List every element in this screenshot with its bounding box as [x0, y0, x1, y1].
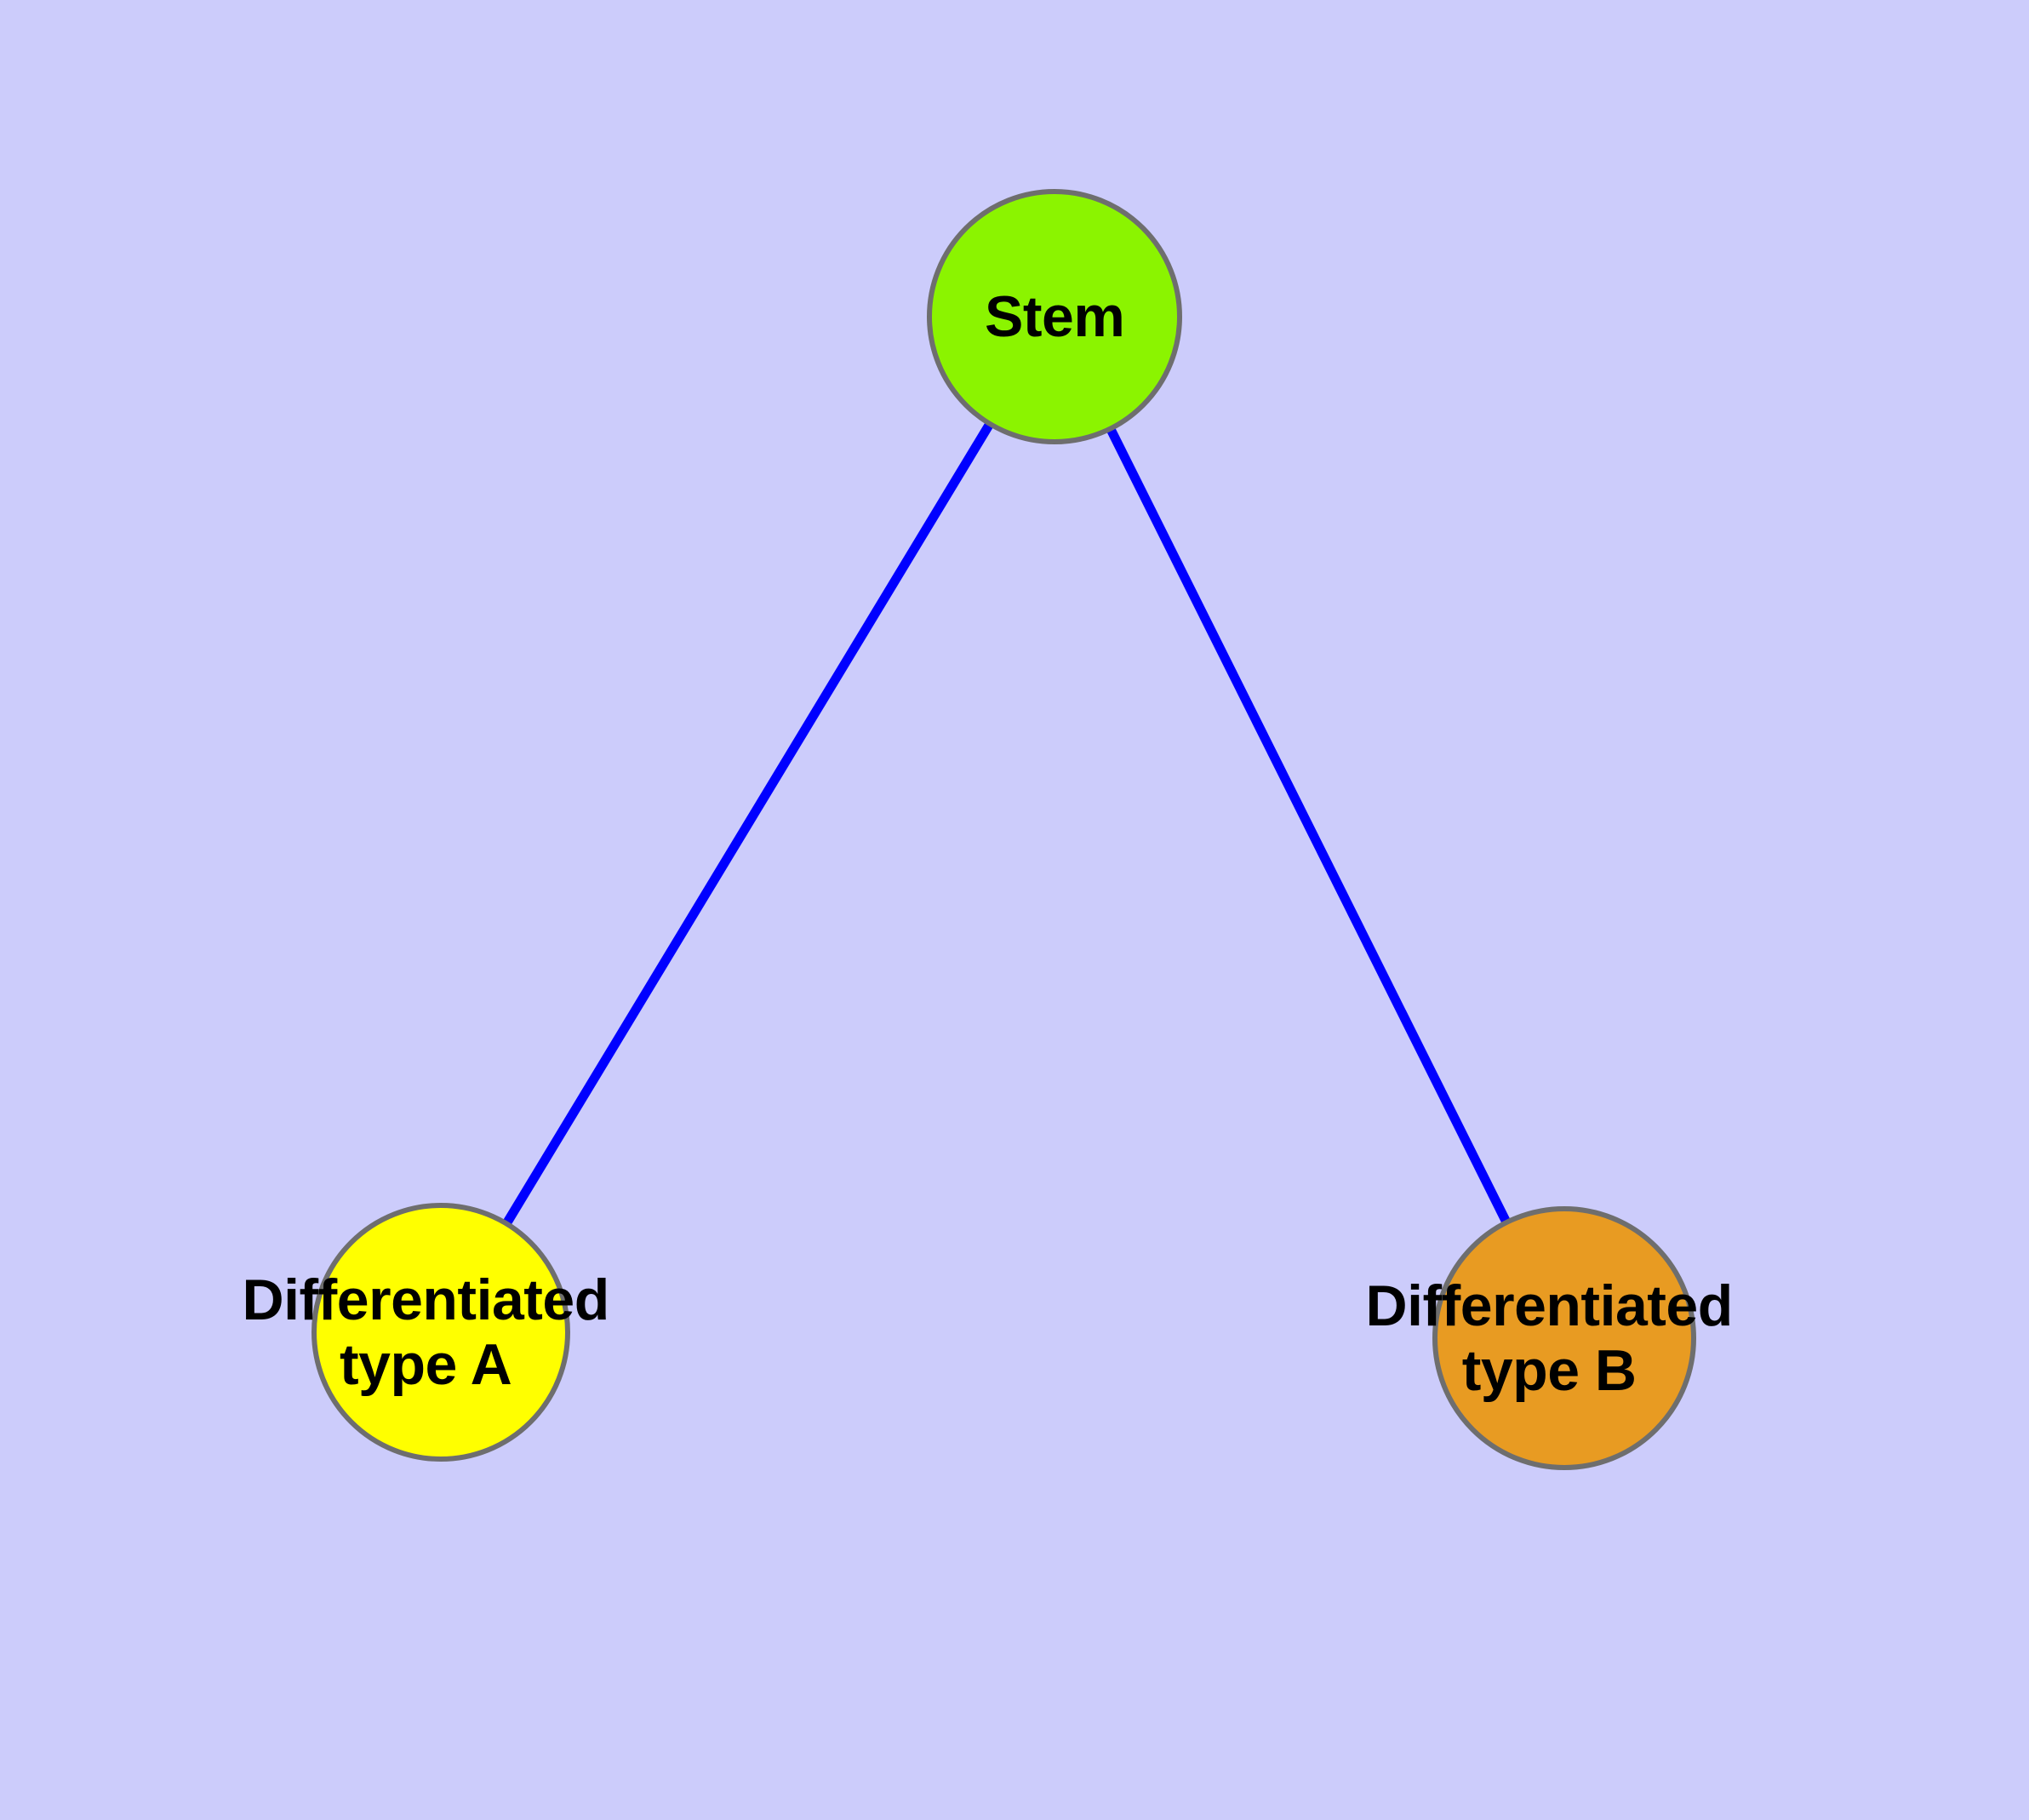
graph-node-diff_a[interactable] — [311, 1203, 570, 1462]
graph-edge-stem-to-diff-a — [502, 421, 994, 1226]
graph-node-stem[interactable] — [927, 189, 1182, 444]
graph-edge-stem-to-diff-b — [1106, 426, 1511, 1224]
graph-node-diff_b[interactable] — [1432, 1206, 1696, 1470]
